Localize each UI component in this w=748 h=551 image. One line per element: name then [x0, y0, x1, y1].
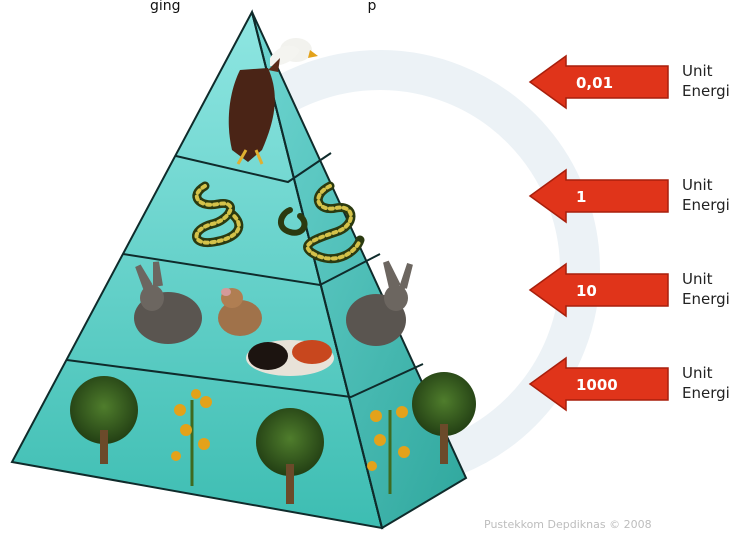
energy-value-level-1: 0,01	[576, 74, 613, 92]
energy-value-level-3: 10	[576, 282, 597, 300]
energy-value-level-2: 1	[576, 188, 586, 206]
unit-label-2-level-4: Energi	[682, 384, 730, 402]
guinea-pig-icon	[246, 340, 334, 376]
unit-label-level-3: Unit	[682, 270, 713, 288]
unit-label-2-level-2: Energi	[682, 196, 730, 214]
energy-value-level-4: 1000	[576, 376, 618, 394]
unit-label-2-level-1: Energi	[682, 82, 730, 100]
unit-label-level-2: Unit	[682, 176, 713, 194]
unit-label-level-1: Unit	[682, 62, 713, 80]
top-caption: ging p	[150, 0, 376, 14]
unit-label-2-level-3: Energi	[682, 290, 730, 308]
unit-label-level-4: Unit	[682, 364, 713, 382]
credit-text: Pustekkom Depdiknas © 2008	[484, 518, 652, 531]
